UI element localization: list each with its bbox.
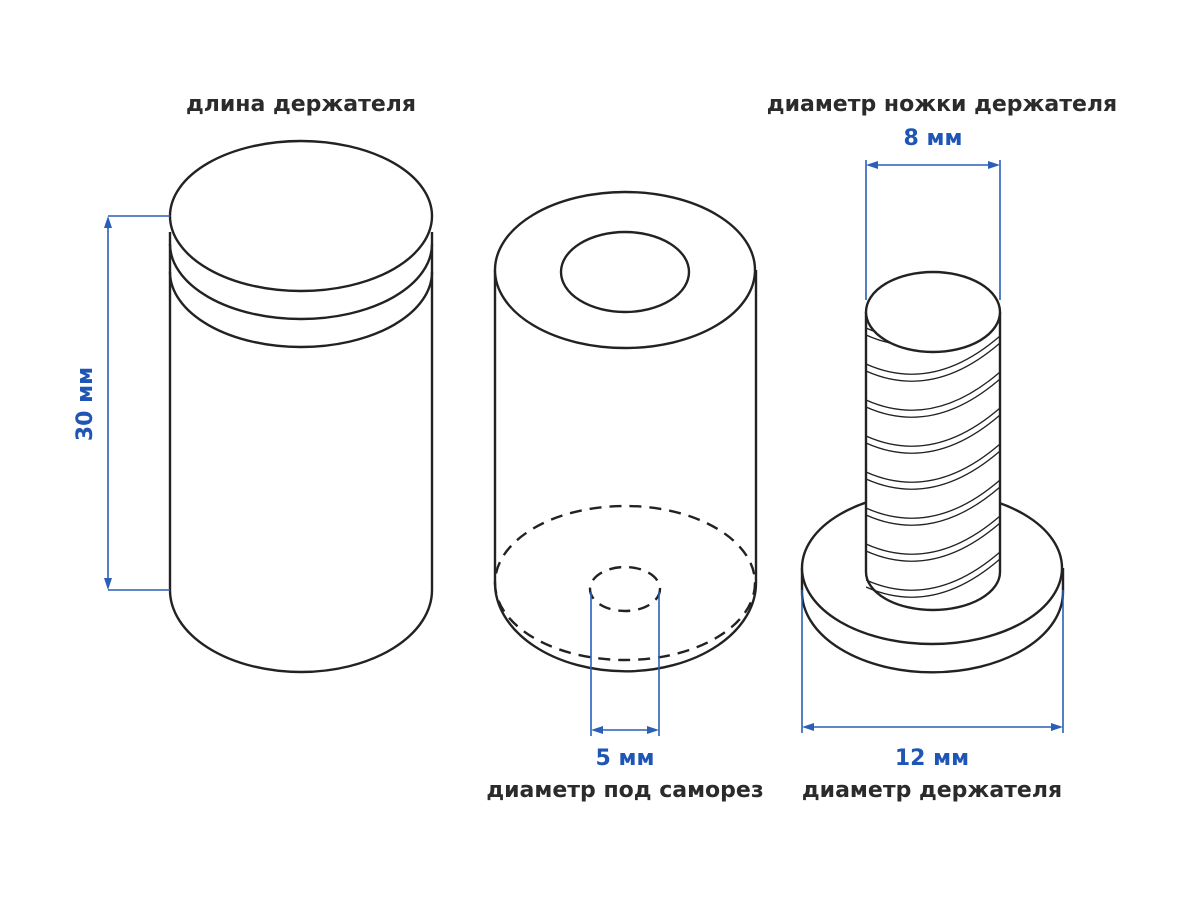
screw-hole-dimension bbox=[590, 592, 660, 736]
leg-dimension bbox=[865, 160, 1001, 300]
screw-thread-line bbox=[866, 378, 1000, 418]
holder-body-drawing: 30 мм длина держателя bbox=[73, 92, 434, 674]
base-dimension bbox=[801, 590, 1064, 733]
holder-sleeve-drawing: 5 мм диаметр под саморез bbox=[486, 190, 764, 803]
screw-thread-line bbox=[866, 486, 1000, 526]
arrow-left-icon bbox=[866, 161, 878, 169]
holder-screw-top-face bbox=[864, 270, 1002, 354]
length-dimension bbox=[104, 215, 170, 591]
leg-caption: диаметр ножки держателя bbox=[767, 92, 1117, 117]
screw-thread-line bbox=[866, 407, 1000, 447]
base-dimension-label: 12 мм bbox=[895, 746, 969, 771]
arrow-left-icon bbox=[802, 723, 814, 731]
screw-hole-dimension-label: 5 мм bbox=[596, 746, 655, 771]
arrow-right-icon bbox=[647, 726, 659, 734]
holder-sleeve-outline bbox=[493, 270, 758, 673]
base-caption: диаметр держателя bbox=[802, 778, 1062, 803]
arrow-right-icon bbox=[988, 161, 1000, 169]
screw-thread-line bbox=[866, 515, 1000, 555]
holder-body-groove-upper bbox=[168, 243, 434, 321]
screw-thread-line bbox=[866, 479, 1000, 519]
length-caption: длина держателя bbox=[186, 92, 416, 117]
holder-sleeve-top-face bbox=[493, 190, 757, 350]
holder-sleeve-screw-hole bbox=[588, 565, 662, 613]
screw-thread-line bbox=[866, 522, 1000, 562]
screw-thread-line bbox=[866, 342, 1000, 382]
arrow-right-icon bbox=[1051, 723, 1063, 731]
screw-thread-line bbox=[866, 414, 1000, 454]
screw-thread-line bbox=[866, 335, 1000, 375]
holder-body-groove-lower bbox=[168, 271, 434, 349]
screw-thread-line bbox=[866, 558, 1000, 598]
screw-thread-line bbox=[866, 450, 1000, 490]
holder-screw-shaft bbox=[864, 312, 1002, 612]
holder-screw-drawing: 8 мм диаметр ножки держателя 12 мм диаме… bbox=[767, 92, 1117, 803]
holder-body-top-face bbox=[168, 139, 434, 293]
leg-dimension-label: 8 мм bbox=[904, 126, 963, 151]
screw-hole-caption: диаметр под саморез bbox=[486, 778, 763, 803]
holder-body-outline bbox=[168, 232, 434, 674]
screw-thread-line bbox=[866, 551, 1000, 591]
arrow-left-icon bbox=[591, 726, 603, 734]
holder-sleeve-top-hole bbox=[559, 230, 691, 314]
arrow-down-icon bbox=[104, 578, 112, 590]
screw-thread-line bbox=[866, 443, 1000, 483]
holder-sleeve-hidden-bottom bbox=[493, 504, 757, 662]
length-dimension-label: 30 мм bbox=[73, 367, 98, 441]
screw-thread-line bbox=[866, 371, 1000, 411]
arrow-up-icon bbox=[104, 216, 112, 228]
